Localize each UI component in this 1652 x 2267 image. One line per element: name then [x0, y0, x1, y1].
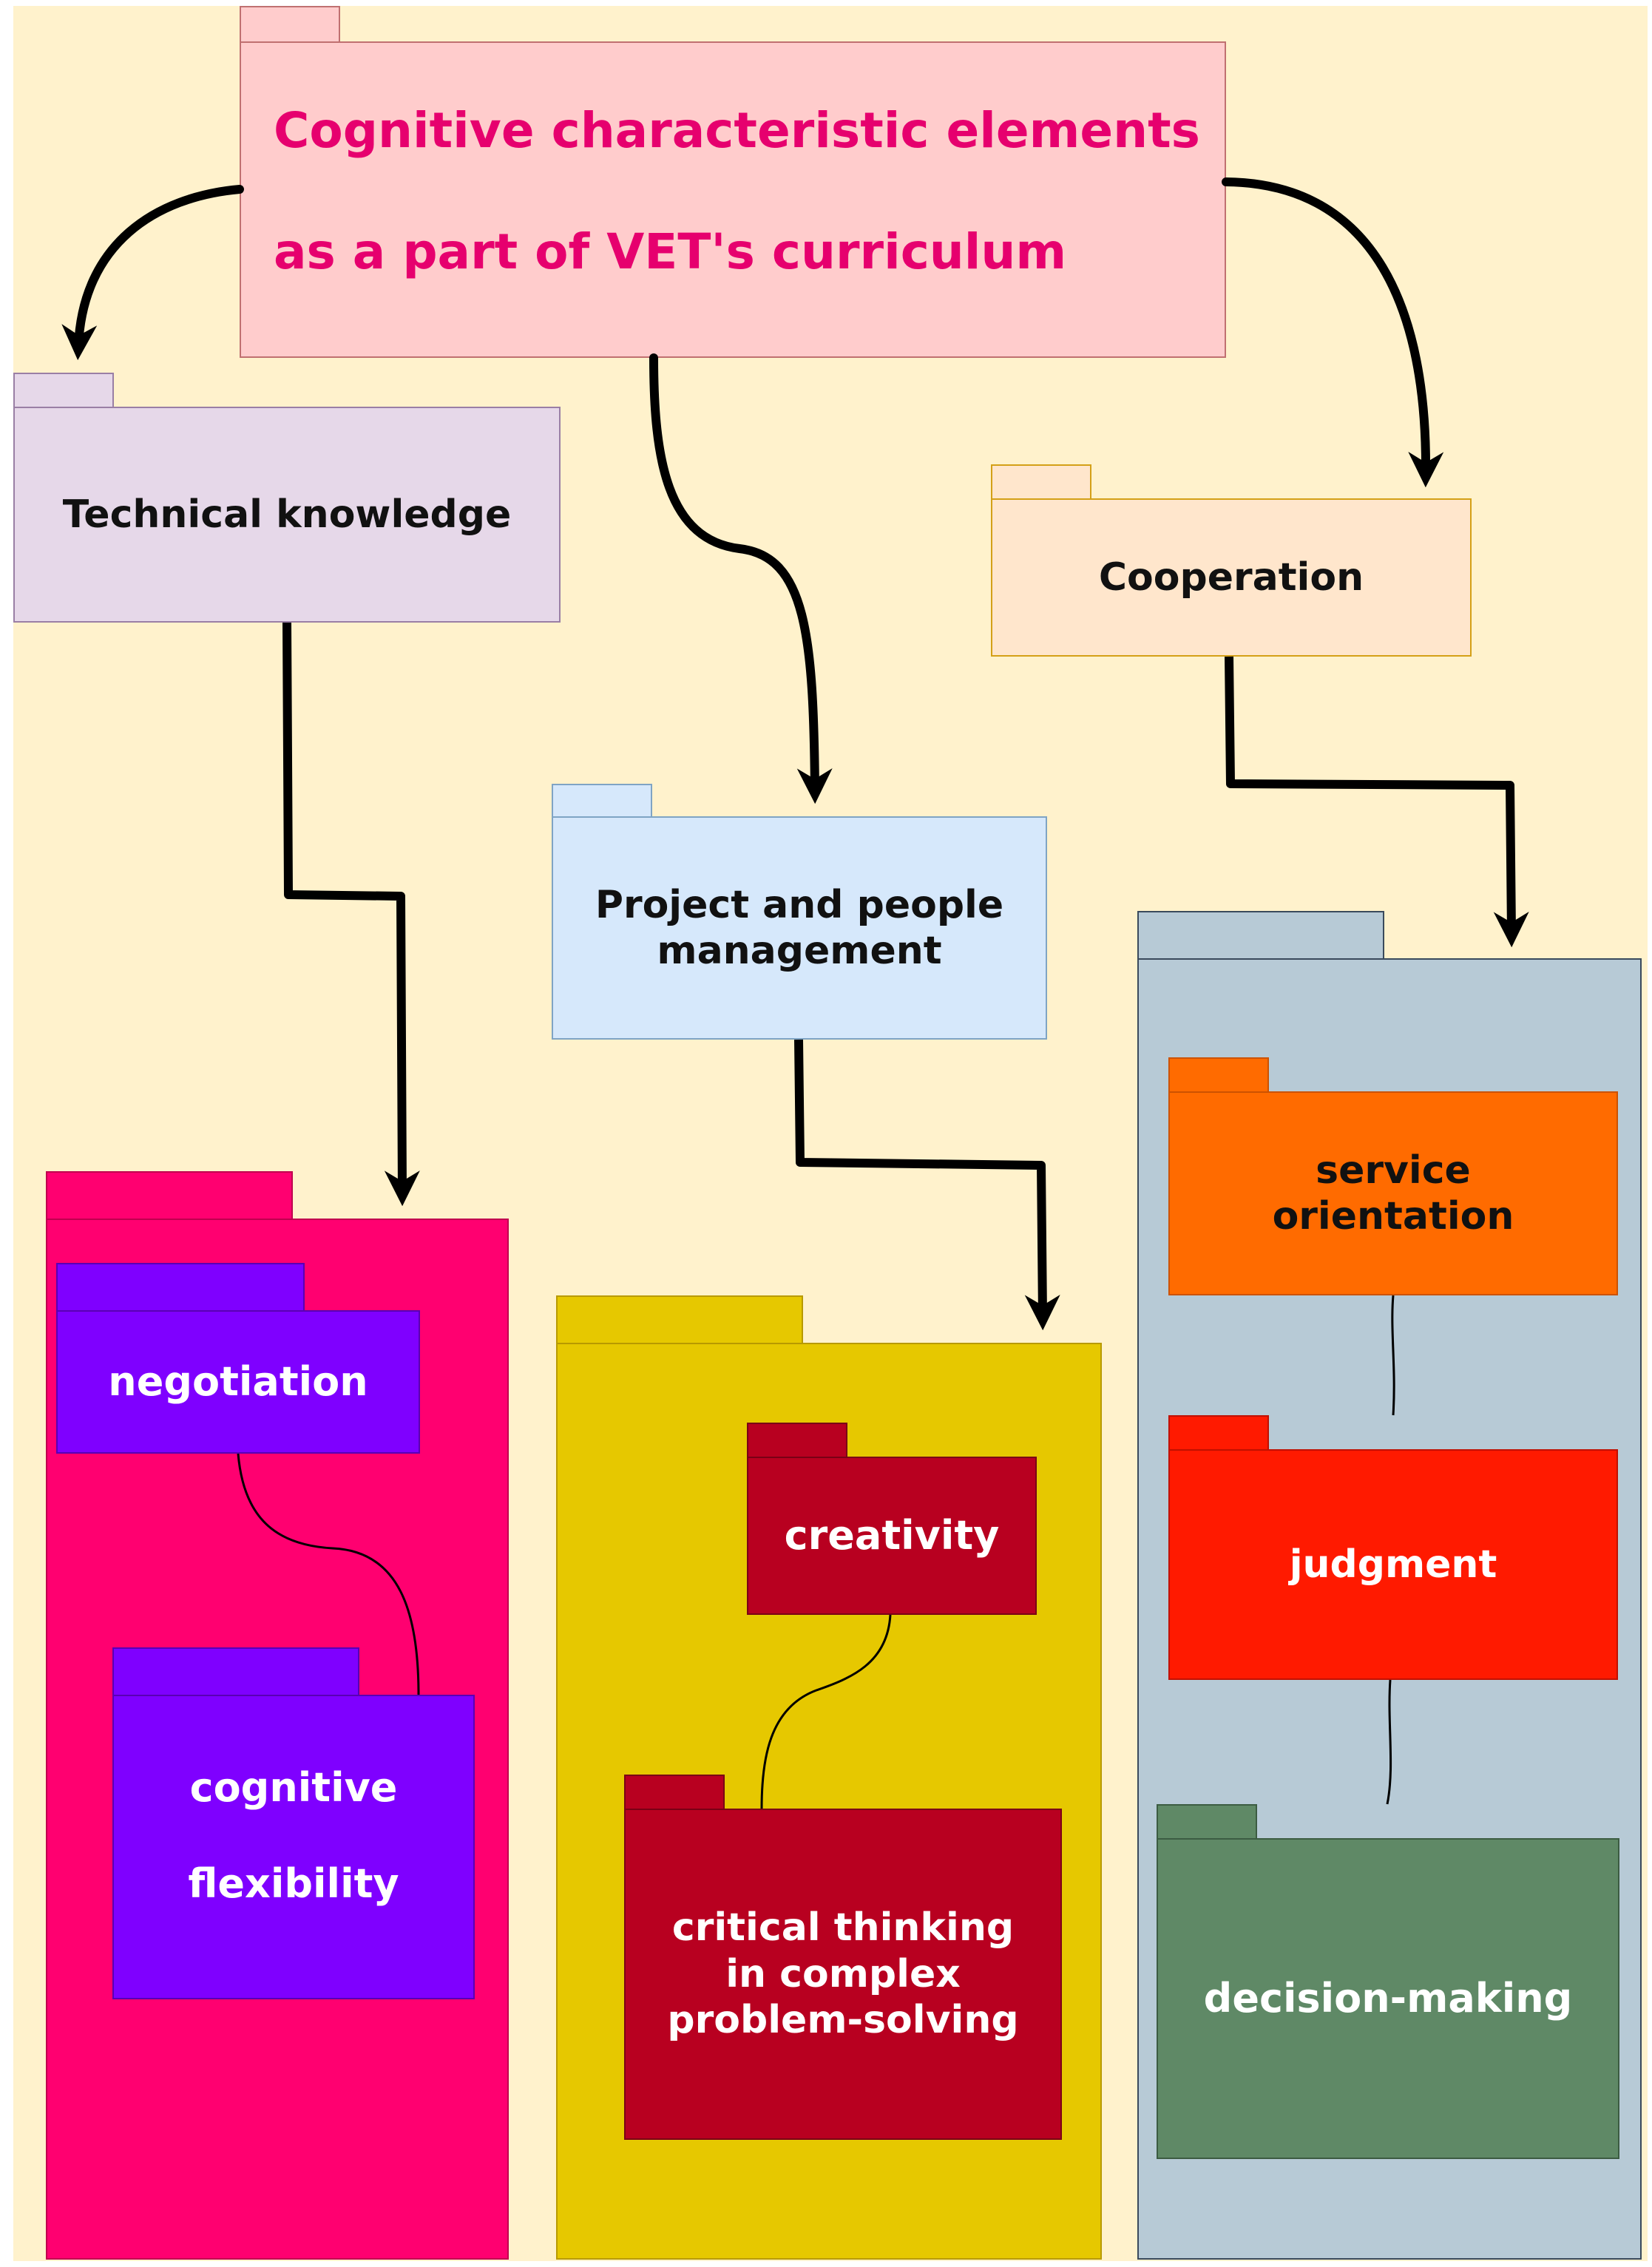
critical-thinking-package: critical thinking in complex problem-sol…: [624, 1809, 1062, 2140]
technical-knowledge-label: Technical knowledge: [62, 492, 512, 537]
negotiation-package: negotiation: [56, 1310, 420, 1454]
root-package-tab: [240, 6, 340, 43]
technical-knowledge-package: Technical knowledge: [13, 407, 561, 623]
slate-group-tab: [1137, 911, 1384, 960]
decision-making-tab: [1157, 1804, 1257, 1840]
cooperation-package: Cooperation: [991, 498, 1472, 657]
technical-knowledge-tab: [13, 373, 114, 408]
cognitive-flexibility-line-1: cognitive: [189, 1764, 398, 1811]
root-package: Cognitive characteristic elements as a p…: [240, 41, 1226, 358]
project-management-label: Project and people management: [595, 882, 1004, 973]
creativity-package: creativity: [747, 1457, 1037, 1615]
yellow-group-tab: [556, 1295, 803, 1344]
service-orientation-label: service orientation: [1272, 1148, 1514, 1238]
critical-thinking-tab: [624, 1775, 725, 1810]
cooperation-label: Cooperation: [1098, 555, 1364, 600]
magenta-group-tab: [46, 1171, 293, 1220]
negotiation-label: negotiation: [108, 1358, 368, 1405]
cognitive-flexibility-package: cognitive flexibility: [112, 1695, 475, 1999]
judgment-tab: [1168, 1415, 1269, 1451]
service-orientation-package: service orientation: [1168, 1091, 1618, 1295]
cognitive-flexibility-tab: [112, 1647, 359, 1696]
creativity-tab: [747, 1423, 847, 1458]
decision-making-label: decision-making: [1203, 1974, 1573, 2022]
negotiation-tab: [56, 1263, 305, 1312]
project-management-tab: [552, 784, 652, 819]
cooperation-tab: [991, 464, 1091, 500]
service-orientation-tab: [1168, 1057, 1269, 1093]
judgment-label: judgment: [1289, 1542, 1497, 1587]
cognitive-flexibility-line-2: flexibility: [188, 1860, 399, 1907]
project-management-package: Project and people management: [552, 816, 1047, 1040]
root-title-line-2: as a part of VET's curriculum: [274, 223, 1067, 280]
critical-thinking-label: critical thinking in complex problem-sol…: [667, 1905, 1019, 2043]
root-title-line-1: Cognitive characteristic elements: [274, 102, 1200, 159]
creativity-label: creativity: [784, 1511, 1000, 1559]
judgment-package: judgment: [1168, 1449, 1618, 1680]
decision-making-package: decision-making: [1157, 1838, 1619, 2159]
